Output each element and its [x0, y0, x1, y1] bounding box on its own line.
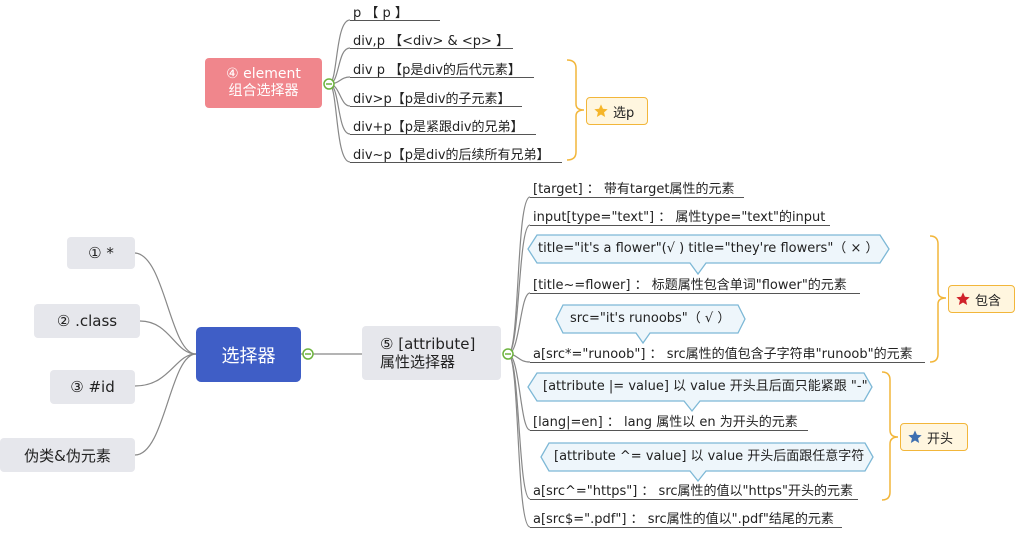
callout-lang-note: [attribute |= value] 以 value 开头且后面只能紧跟 "…: [543, 379, 868, 394]
root-label: 选择器: [221, 345, 276, 367]
attr-item-underline: [530, 362, 925, 363]
element-item: div,p 【<div> & <p> 】: [353, 34, 509, 49]
element-node-line2: 组合选择器: [228, 83, 299, 99]
element-item-underline: [350, 134, 536, 135]
element-item-underline: [350, 77, 534, 78]
badge-label: 包含: [975, 293, 1002, 309]
left-branch-lines: [134, 252, 197, 456]
element-item: div>p【p是div的子元素】: [353, 92, 511, 107]
element-item: div~p【p是div的后续所有兄弟】: [353, 148, 550, 163]
element-node[interactable]: ④ element 组合选择器: [205, 58, 322, 108]
bracket-starts: [881, 371, 899, 501]
attr-node-line1: ⑤ [attribute]: [380, 335, 476, 353]
star-icon: [594, 104, 608, 117]
attr-item-underline: [530, 527, 842, 528]
attr-item: a[src*="runoob"] ： src属性的值包含子字符串"runoob"…: [533, 347, 913, 362]
element-node-line1: ④ element: [226, 66, 301, 82]
element-item-underline: [350, 162, 562, 163]
attr-item-underline: [530, 293, 860, 294]
element-item: p 【 p 】: [353, 6, 408, 21]
attr-item: [title~=flower] ： 标题属性包含单词"flower"的元素: [533, 278, 847, 293]
attr-node-line2: 属性选择器: [380, 353, 456, 371]
element-item-underline: [350, 106, 522, 107]
left-node-class[interactable]: ② .class: [34, 304, 140, 338]
element-item-underline: [350, 48, 513, 49]
left-node-label: ① *: [88, 244, 114, 262]
element-item-underline: [350, 20, 440, 21]
root-node[interactable]: 选择器: [196, 327, 301, 382]
attr-item: a[src$=".pdf"] ： src属性的值以".pdf"结尾的元素: [533, 512, 834, 527]
attr-item: [lang|=en] ： lang 属性以 en 为开头的元素: [533, 415, 798, 430]
attr-item: a[src^="https"] ： src属性的值以"https"开头的元素: [533, 484, 853, 499]
attr-branch-lines: [507, 196, 531, 528]
collapse-buttons: [302, 78, 514, 360]
left-node-label: ③ #id: [70, 378, 115, 396]
attr-item-underline: [530, 499, 858, 500]
element-branch-lines: [328, 19, 351, 163]
left-node-universal[interactable]: ① *: [67, 237, 135, 269]
left-node-label: 伪类&伪元素: [24, 446, 111, 465]
callout-title-example: title="it's a flower"(√ ) title="they're…: [538, 241, 879, 256]
badge-contains[interactable]: 包含: [948, 285, 1015, 313]
left-node-id[interactable]: ③ #id: [50, 370, 135, 404]
bracket-select-p: [566, 59, 585, 161]
badge-label: 选p: [613, 105, 635, 121]
attr-item: [target] ： 带有target属性的元素: [533, 182, 735, 197]
badge-starts[interactable]: 开头: [900, 423, 968, 451]
attr-item-underline: [530, 430, 808, 431]
attr-node[interactable]: ⑤ [attribute] 属性选择器: [362, 326, 501, 380]
bracket-contains: [929, 235, 947, 363]
star-icon: [908, 430, 922, 443]
callout-bubble-caret: [540, 442, 874, 483]
element-item: div+p【p是紧跟div的兄弟】: [353, 120, 524, 135]
callout-bubble-title: [527, 234, 890, 276]
badge-label: 开头: [927, 431, 954, 447]
element-item: div p 【p是div的后代元素】: [353, 63, 521, 78]
callout-caret-note: [attribute ^= value] 以 value 开头后面跟任意字符: [554, 449, 865, 464]
left-node-pseudo[interactable]: 伪类&伪元素: [0, 438, 135, 472]
left-node-label: ② .class: [56, 312, 118, 330]
star-icon: [956, 292, 970, 305]
callout-bubble-src: [555, 304, 746, 345]
attr-item-underline: [530, 225, 830, 226]
attr-item: input[type="text"] ： 属性type="text"的input: [533, 210, 826, 225]
badge-select-p[interactable]: 选p: [586, 97, 648, 125]
callout-bubble-lang: [527, 372, 873, 413]
callout-src-example: src="it's runoobs"（ √ ）: [570, 311, 731, 326]
attr-item-underline: [530, 197, 744, 198]
